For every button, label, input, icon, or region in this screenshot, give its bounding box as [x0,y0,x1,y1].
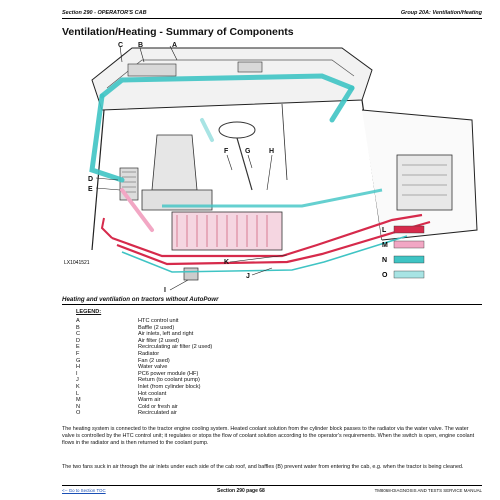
legend-key: D [76,337,81,344]
legend-value: Fan (2 used) [138,357,170,364]
callout-c: C [118,42,123,49]
legend-value: Inlet (from cylinder block) [138,383,201,390]
key-letter-o: O [382,272,388,279]
air-filter [119,167,139,201]
legend-value: Cold or fresh air [138,403,178,410]
coolant-return-line [121,235,408,273]
key-swatch-recirc-air [393,270,425,279]
cold-air-duct-lower [162,188,383,208]
legend-value: Air filter (2 used) [138,337,180,344]
page-header: Section 290 - OPERATOR'S CAB Group 20A: … [62,8,482,20]
seat [151,134,198,191]
legend-row: A HTC control unit [76,318,336,325]
roof-vent-left [127,63,177,77]
legend-row: O Recirculated air [76,410,336,417]
legend-key: N [76,403,81,410]
legend-row: J Return (to coolant pump) [76,377,336,384]
key-swatch-hot-coolant [393,225,425,234]
legend-key: G [76,357,81,364]
legend-row: N Cold or fresh air [76,404,336,411]
callout-a: A [172,42,177,49]
legend-row: B Baffle (2 used) [76,325,336,332]
go-to-section-toc-link[interactable]: <-- Go to Section TOC [62,488,106,493]
legend-row: L Hot coolant [76,391,336,398]
legend-key: K [76,383,80,390]
color-key: L M N O [382,225,425,279]
legend-key: B [76,324,80,331]
callout-b: B [138,42,143,49]
power-module [183,267,199,281]
callout-h: H [269,148,274,155]
callout-e: E [88,186,93,193]
legend-key: O [76,410,81,417]
legend-value: Air inlets, left and right [138,331,194,338]
cold-air-duct-roof [99,73,355,99]
warm-air-flow [120,188,154,232]
callout-g: G [245,148,251,155]
legend-key: M [76,397,81,404]
callout-j: J [246,273,250,280]
header-section: Section 290 - OPERATOR'S CAB [62,10,147,16]
legend-row: I PC6 power module (HF) [76,371,336,378]
legend-key: E [76,344,80,351]
legend-value: Hot coolant [138,390,167,397]
legend-key: J [76,377,79,384]
cab-illustration: A B C D E F G H I J K LX1041521 L M N O [64,42,478,292]
legend-key: F [76,350,80,357]
hot-coolant-line-inlet [111,213,423,258]
legend-value: PC6 power module (HF) [138,370,199,377]
legend-value: Radiator [138,350,160,357]
page-title: Ventilation/Heating - Summary of Compone… [62,26,294,38]
footer-page-number: Section 290 page 68 [217,488,265,494]
key-swatch-cold-air [393,255,425,264]
callout-i: I [164,287,166,292]
header-rule [62,18,482,19]
legend-value: Return (to coolant pump) [138,377,200,384]
legend-row: G Fan (2 used) [76,358,336,365]
footer-rule [62,485,482,486]
figure-caption: Heating and ventilation on tractors with… [62,296,219,303]
legend-value: Water valve [138,364,168,371]
legend-value: Baffle (2 used) [138,324,175,331]
steering-wheel [218,121,256,139]
legend-row: H Water valve [76,364,336,371]
key-letter-l: L [382,227,387,234]
cold-air-duct-left [89,93,125,183]
legend-key: I [76,370,78,377]
legend-value: Recirculated air [138,410,177,417]
legend-row: K Inlet (from cylinder block) [76,384,336,391]
footer-manual-title: TM8068-DIAGNOSIS AND TESTS SERVICE MANUA… [374,488,482,493]
paragraph-fans: The two fans suck in air through the air… [62,464,464,470]
callout-f: F [224,148,229,155]
legend-value: Recirculating air filter (2 used) [138,344,213,351]
legend-row: C Air inlets, left and right [76,331,336,338]
legend-key: H [76,364,81,371]
engine-block [396,154,453,211]
legend: LEGEND: A HTC control unit B Baffle (2 use… [76,309,336,417]
callout-d: D [88,176,93,183]
key-swatch-warm-air [393,240,425,249]
legend-key: A [76,318,80,324]
legend-heading: LEGEND: [76,309,102,315]
roof-vent-right [237,61,263,73]
page-footer: <-- Go to Section TOC Section 290 page 6… [62,488,482,496]
paragraph-heating-system: The heating system is connected to the t… [62,426,475,447]
header-group: Group 20A: Ventilation/Heating [400,10,482,16]
legend-value: HTC control unit [138,318,179,324]
legend-row: M Warm air [76,397,336,404]
key-letter-m: M [382,242,388,249]
caption-rule [62,304,482,305]
key-letter-n: N [382,257,387,264]
legend-row: F Radiator [76,351,336,358]
callout-k: K [224,259,229,266]
cold-air-duct-right [329,85,355,123]
legend-key: L [76,390,80,397]
figure-ref-code: LX1041521 [64,260,90,266]
legend-row: D Air filter (2 used) [76,338,336,345]
legend-row: E Recirculating air filter (2 used) [76,344,336,351]
legend-key: C [76,331,81,338]
recirc-air-duct [200,118,214,142]
legend-value: Warm air [138,397,161,404]
